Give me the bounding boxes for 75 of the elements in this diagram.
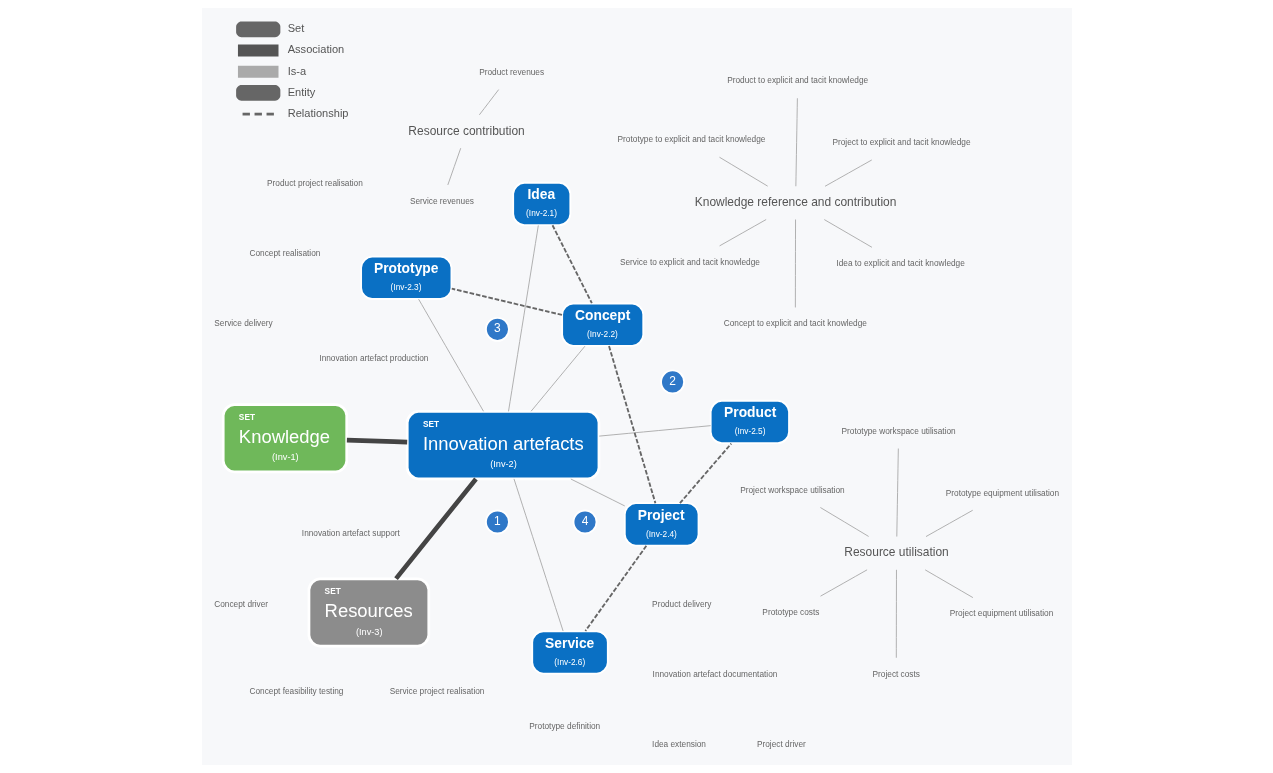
- label: Product project realisation: [266, 178, 363, 189]
- label: Prototype definition: [528, 721, 600, 732]
- node-text: Prototype workspace utilisation: [841, 425, 956, 436]
- node-box: Project (Inv-2.4): [623, 502, 699, 547]
- connector: [417, 298, 484, 412]
- connector: [551, 224, 593, 305]
- connector: [895, 448, 899, 537]
- connector: [478, 89, 499, 116]
- node-text: Prototype to explicit and tacit knowledge: [617, 134, 765, 145]
- node-text: Project workspace utilisation: [739, 484, 845, 495]
- connector: [393, 477, 478, 581]
- connector: [718, 219, 767, 247]
- node-box: Prototype (Inv-2.3): [359, 255, 452, 300]
- connector: [607, 345, 656, 505]
- node-text: Product to explicit and tacit knowledge: [726, 75, 868, 86]
- node-text: Project to explicit and tacit knowledge: [831, 137, 971, 148]
- node-box: SET Resources (Inv-3): [307, 577, 430, 648]
- connector: [507, 224, 539, 412]
- connector: [794, 219, 796, 308]
- connector: [718, 156, 768, 187]
- label: Concept feasibility testing: [249, 686, 343, 697]
- connector: [450, 287, 563, 316]
- label: Service delivery: [213, 318, 273, 329]
- connector: [598, 425, 711, 437]
- node-box: Product (Inv-2.5): [709, 399, 790, 445]
- label: Innovation artefact support: [301, 528, 400, 539]
- node-box: Idea (Inv-2.1): [511, 181, 571, 227]
- label: Product delivery: [651, 598, 712, 609]
- connector: [819, 507, 869, 537]
- node-text: Service to explicit and tacit knowledge: [619, 256, 760, 267]
- node-text: Knowledge reference and contribution: [694, 195, 896, 210]
- connector: [678, 442, 732, 505]
- label: Service project realisation: [389, 686, 484, 697]
- connector: [925, 509, 973, 537]
- connector: [569, 478, 625, 507]
- legend-label: Set: [287, 22, 304, 35]
- legend-label: Relationship: [287, 106, 349, 119]
- connector: [895, 569, 897, 659]
- node-text: Resource utilisation: [843, 545, 949, 560]
- node-text: Prototype equipment utilisation: [945, 487, 1059, 498]
- connector: [819, 569, 868, 597]
- label: Concept realisation: [249, 248, 320, 259]
- node-text: Product revenues: [478, 66, 544, 77]
- label: Innovation artefact production: [318, 353, 428, 364]
- label: 1: [493, 514, 501, 529]
- label: 3: [493, 321, 501, 336]
- label: Idea extension: [651, 738, 706, 749]
- node-box: Concept (Inv-2.2): [560, 302, 644, 347]
- legend-label: Is-a: [287, 64, 306, 77]
- node-text: Project costs: [872, 668, 920, 679]
- connector: [823, 219, 872, 248]
- label: Concept driver: [213, 598, 268, 609]
- connector: [794, 97, 798, 187]
- node-text: Prototype costs: [761, 606, 819, 617]
- node-text: Idea to explicit and tacit knowledge: [835, 257, 965, 268]
- label: 2: [668, 374, 676, 389]
- legend-label: Entity: [287, 85, 315, 98]
- node-text: Resource contribution: [407, 123, 525, 138]
- connector: [584, 544, 647, 632]
- label: Project driver: [756, 738, 806, 749]
- legend-label: Association: [287, 43, 344, 56]
- label: Innovation artefact documentation: [652, 668, 777, 679]
- node-box: Service (Inv-2.6): [530, 630, 609, 675]
- connector: [446, 147, 461, 186]
- connector: [346, 437, 407, 445]
- node-text: Project equipment utilisation: [949, 608, 1053, 619]
- node-box: SET Knowledge (Inv-1): [221, 403, 348, 474]
- connector: [924, 569, 973, 599]
- node-box: SET Innovation artefacts (Inv-2): [405, 410, 600, 481]
- node-text: Concept to explicit and tacit knowledge: [723, 318, 867, 329]
- label: 4: [581, 514, 588, 529]
- connector: [530, 345, 585, 412]
- connector: [513, 478, 564, 632]
- connector: [824, 159, 872, 187]
- node-text: Service revenues: [409, 195, 474, 206]
